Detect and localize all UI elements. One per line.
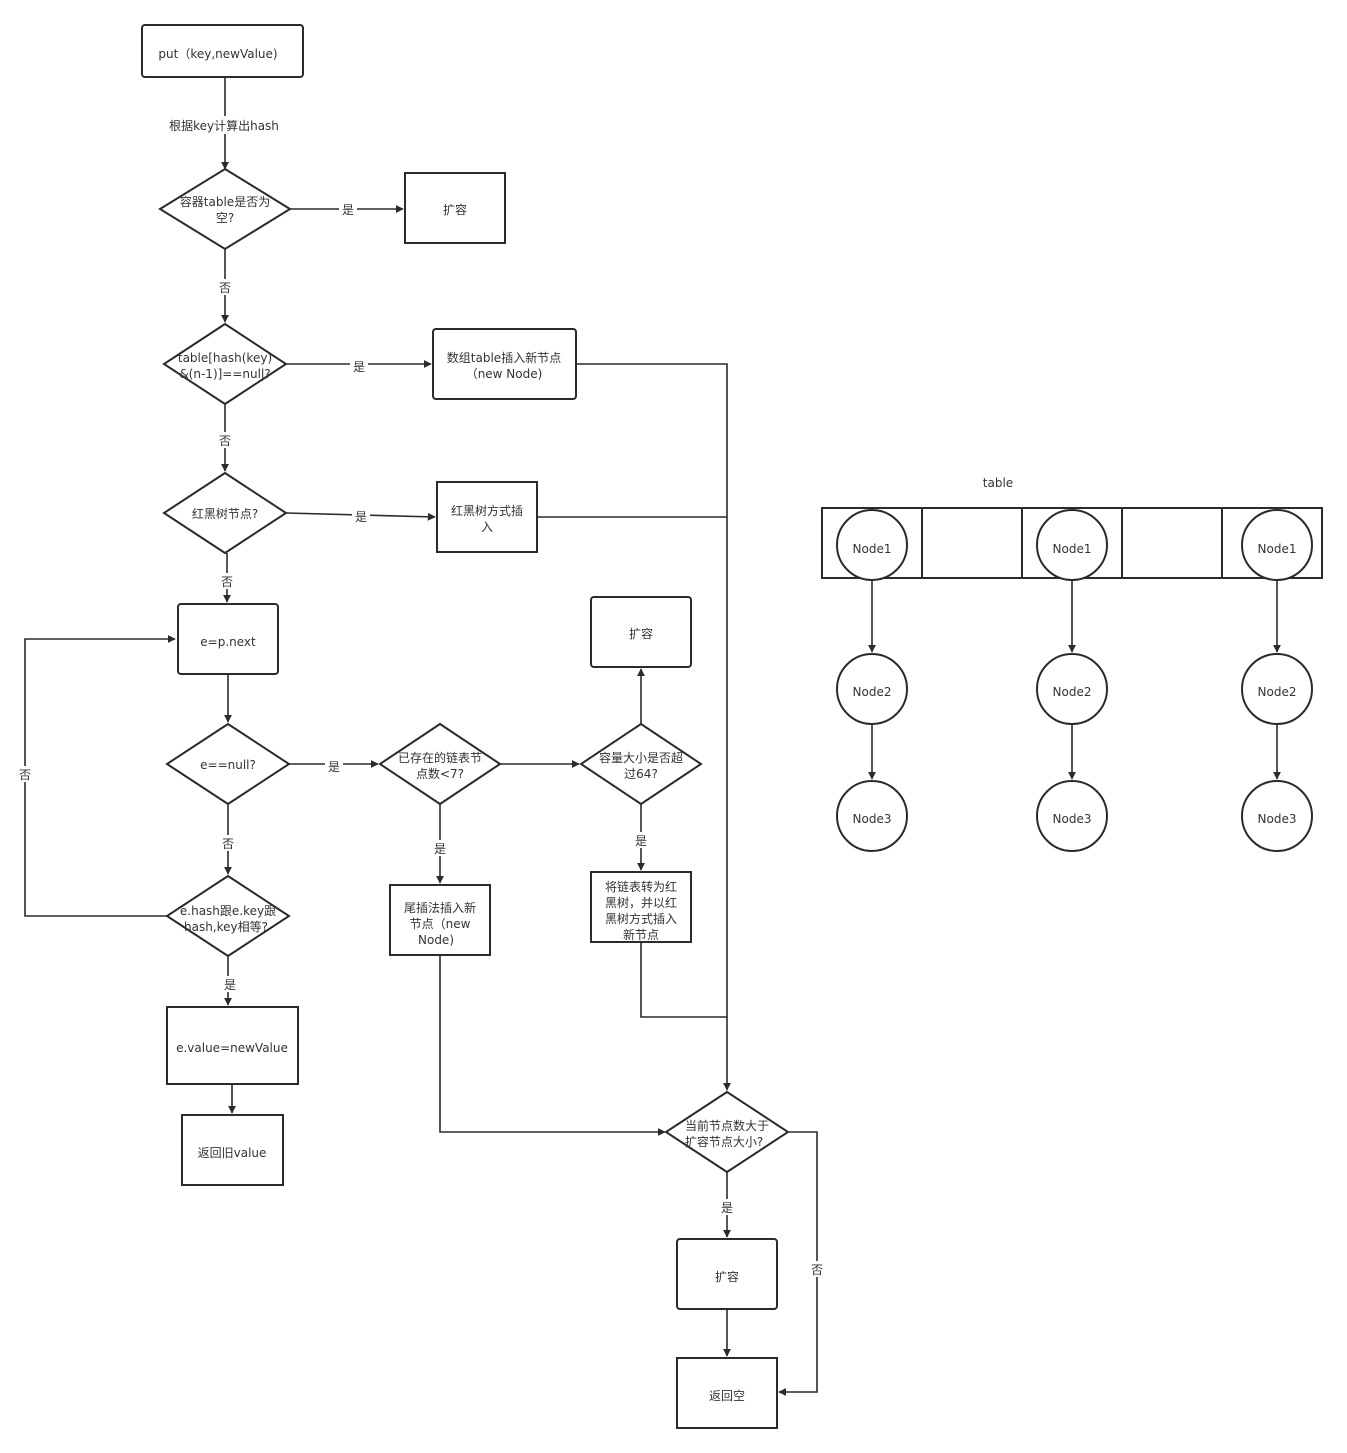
chain-2-node2 — [1036, 653, 1108, 725]
edge-treeify-merge — [640, 942, 727, 1018]
capacity-label-line2: 过64? — [624, 767, 658, 781]
hash-equal-decision: e.hash跟e.key跟 hash,key相等? — [165, 874, 291, 958]
return-old-box: 返回旧value — [181, 1114, 284, 1186]
resize-box-3: 扩容 — [676, 1238, 778, 1310]
yes-label-empty: 是 — [342, 203, 354, 217]
no-label-empty: 否 — [219, 281, 231, 295]
next-node-label: e=p.next — [200, 635, 256, 649]
treeify-label-line3: 黑树方式插入 — [605, 911, 677, 926]
edge-labels: 根据key计算出hash 是 否 是 否 是 否 是 否 是 是 否 是 是 否 — [16, 116, 826, 1277]
chain-1-node3-label: Node3 — [853, 812, 892, 826]
no-label-slot: 否 — [219, 434, 231, 448]
treeify-box: 将链表转为红 黑树，并以红 黑树方式插入 新节点 — [590, 871, 692, 943]
tail-insert-label-line3: Node) — [418, 933, 454, 947]
yes-label-capacity: 是 — [635, 834, 647, 848]
treeify-label-line2: 黑树，并以红 — [605, 895, 677, 910]
tree-node-label: 红黑树节点? — [192, 506, 258, 521]
yes-label-tree: 是 — [355, 510, 367, 524]
list-length-label-line1: 已存在的链表节 — [398, 750, 482, 765]
set-value-label: e.value=newValue — [176, 1041, 288, 1055]
threshold-label-line2: 扩容节点大小? — [685, 1134, 763, 1149]
slot-null-label-line1: table[hash(key) — [178, 351, 272, 365]
chain-1-node2-label: Node2 — [853, 685, 892, 699]
hash-equal-label-line1: e.hash跟e.key跟 — [180, 904, 276, 918]
chain-1-node1-label: Node1 — [853, 542, 892, 556]
no-label-threshold: 否 — [811, 1263, 823, 1277]
tree-insert-box: 红黑树方式插 入 — [436, 481, 538, 553]
treeify-label-line4: 新节点 — [623, 927, 659, 942]
table-empty-decision: 容器table是否为 空? — [158, 167, 292, 251]
chain-3-node1-label: Node1 — [1258, 542, 1297, 556]
tail-insert-box: 尾插法插入新 节点（new Node) — [389, 884, 491, 956]
tree-insert-label-line1: 红黑树方式插 — [451, 503, 523, 518]
edge-array-insert-to-threshold — [577, 363, 731, 1091]
threshold-label-line1: 当前节点数大于 — [685, 1118, 769, 1133]
no-label-hash-loop: 否 — [19, 768, 31, 782]
chain-3-node3 — [1241, 780, 1313, 852]
next-node-box: e=p.next — [177, 603, 279, 675]
array-insert-box: 数组table插入新节点 （new Node) — [432, 328, 577, 400]
threshold-decision: 当前节点数大于 扩容节点大小? — [664, 1090, 790, 1174]
return-null-label: 返回空 — [709, 1389, 745, 1403]
resize-box-1: 扩容 — [404, 172, 506, 244]
edge-tail-insert-to-threshold — [439, 956, 666, 1136]
start-node-label: put（key,newValue) — [158, 47, 277, 61]
slot-null-decision: table[hash(key) &(n-1)]==null? — [162, 322, 288, 406]
tail-insert-label-line1: 尾插法插入新 — [404, 900, 476, 915]
start-node: put（key,newValue) — [141, 24, 304, 78]
set-value-box: e.value=newValue — [166, 1006, 299, 1085]
table-empty-label-line2: 空? — [216, 211, 234, 225]
resize-box-3-label: 扩容 — [715, 1269, 739, 1284]
flow-edges — [24, 77, 818, 1396]
tail-insert-label-line2: 节点（new — [410, 917, 471, 931]
resize-box-1-label: 扩容 — [443, 202, 467, 217]
chain-1-node3 — [836, 780, 908, 852]
chain-2-node3-label: Node3 — [1053, 812, 1092, 826]
yes-label-null: 是 — [328, 760, 340, 774]
chain-3-node2-label: Node2 — [1258, 685, 1297, 699]
chain-2-node3 — [1036, 780, 1108, 852]
chain-3-node3-label: Node3 — [1258, 812, 1297, 826]
edge-hash-no-loop-back — [24, 635, 176, 917]
chain-1-node1 — [836, 509, 908, 581]
capacity-decision: 容量大小是否超 过64? — [579, 722, 703, 806]
array-insert-label-line1: 数组table插入新节点 — [447, 350, 561, 365]
chain-2-node1-label: Node1 — [1053, 542, 1092, 556]
table-bucket-4 — [1121, 507, 1223, 579]
chain-2-node2-label: Node2 — [1053, 685, 1092, 699]
no-label-null: 否 — [222, 837, 234, 851]
slot-null-label-line2: &(n-1)]==null? — [179, 367, 270, 381]
yes-label-list: 是 — [434, 842, 446, 856]
flow-nodes: put（key,newValue) 容器table是否为 空? 扩容 table… — [141, 24, 790, 1429]
chain-3-node1 — [1241, 509, 1313, 581]
hash-compute-label: 根据key计算出hash — [169, 118, 279, 133]
capacity-label-line1: 容量大小是否超 — [599, 750, 683, 765]
tree-node-decision: 红黑树节点? — [162, 471, 288, 555]
yes-label-slot: 是 — [353, 360, 365, 374]
return-null-box: 返回空 — [676, 1357, 778, 1429]
array-insert-label-line2: （new Node) — [466, 367, 543, 381]
hash-table-diagram: table Node1 Node2 Node3 Node1 Node2 Node… — [821, 476, 1323, 852]
chain-1-node2 — [836, 653, 908, 725]
resize-box-2-label: 扩容 — [629, 626, 653, 641]
yes-label-hash: 是 — [224, 978, 236, 992]
list-length-decision: 已存在的链表节 点数<7? — [378, 722, 502, 806]
no-label-tree: 否 — [221, 575, 233, 589]
chain-3-node2 — [1241, 653, 1313, 725]
tree-insert-label-line2: 入 — [481, 520, 493, 534]
yes-label-threshold: 是 — [721, 1201, 733, 1215]
hash-equal-label-line2: hash,key相等? — [184, 920, 268, 934]
list-length-label-line2: 点数<7? — [416, 766, 464, 781]
table-title: table — [983, 476, 1013, 490]
treeify-label-line1: 将链表转为红 — [605, 879, 677, 894]
e-null-label: e==null? — [200, 758, 256, 772]
e-null-decision: e==null? — [165, 722, 291, 806]
table-empty-label-line1: 容器table是否为 — [180, 194, 270, 209]
return-old-label: 返回旧value — [198, 1146, 267, 1160]
table-bucket-2 — [921, 507, 1023, 579]
resize-box-2: 扩容 — [590, 596, 692, 668]
chain-2-node1 — [1036, 509, 1108, 581]
